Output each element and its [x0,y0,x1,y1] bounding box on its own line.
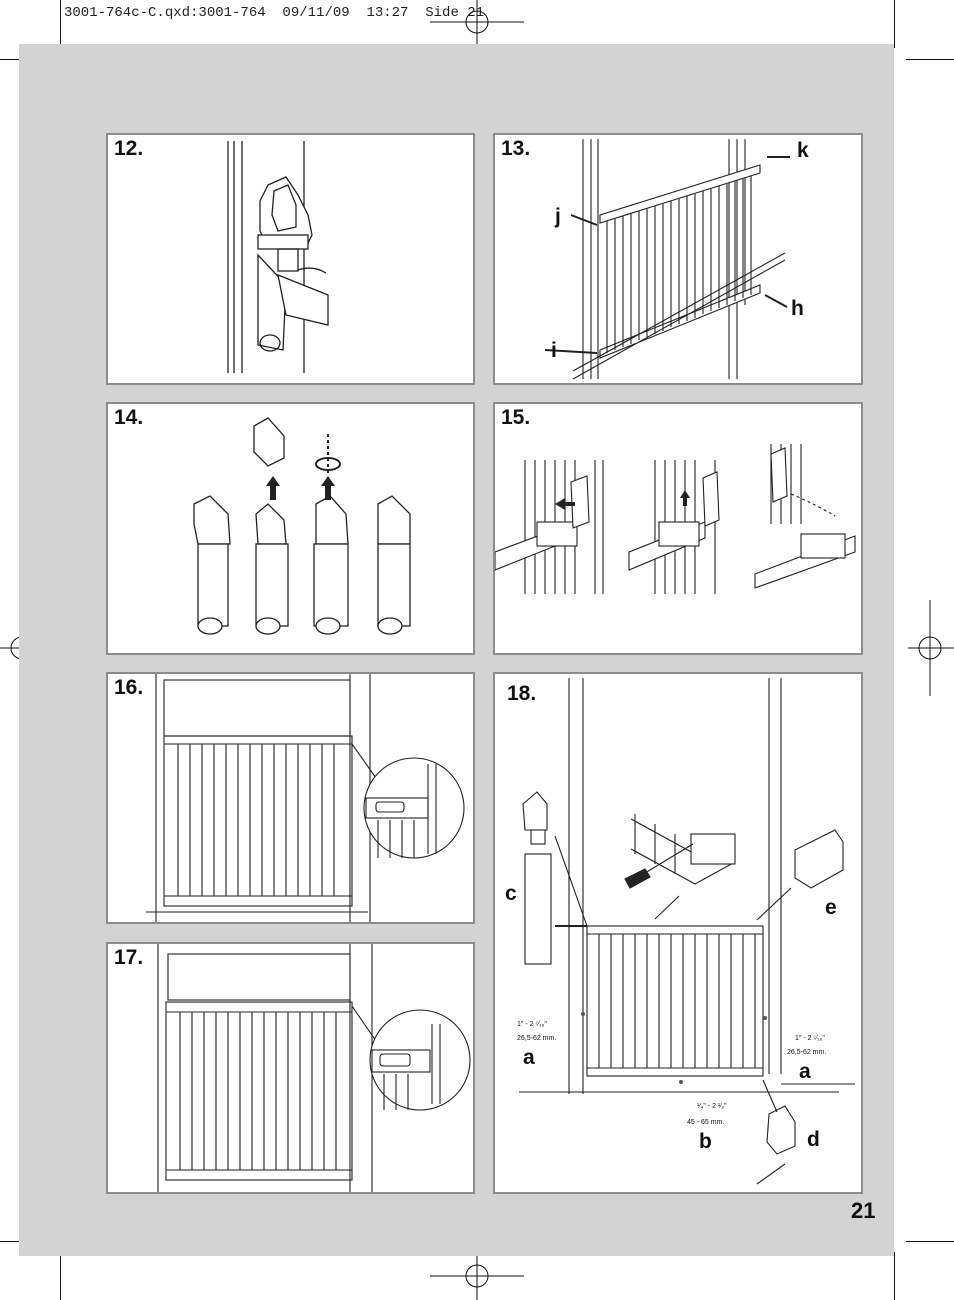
label-k: k [797,139,809,162]
left-measurement-inch: 1" - 2 ⁷⁄₁₆" [517,1021,547,1028]
label-h: h [791,297,804,320]
panel-number: 14. [114,406,144,429]
panel-18: 18. [493,672,863,1194]
left-measurement-mm: 26,5-62 mm. [517,1035,556,1042]
label-c: c [505,882,517,905]
label-e: e [825,896,837,919]
panel-number: 16. [114,676,144,699]
label-b: b [699,1130,712,1153]
crop-mark [894,0,895,48]
crop-mark [894,1252,895,1300]
hinge-assembly-illustration [193,417,411,635]
registration-mark-bottom [430,1256,524,1300]
label-i: i [551,339,557,362]
gate-adjust-illustration [157,944,471,1192]
right-measurement-inch: 1" - 2 ⁷⁄₁₆" [795,1035,825,1042]
panel-16: 16. [106,672,475,924]
panel-number: 17. [114,946,144,969]
panel-number: 18. [507,682,537,705]
measurement-illustration: 1" - 2 ⁷⁄₁₆" 26,5-62 mm. 1" - 2 ⁷⁄₁₆" 26… [505,678,855,1185]
file-info-header: 3001-764c-C.qxd:3001-764 09/11/09 13:27 … [64,5,485,21]
right-measurement-mm: 26,5-62 mm. [787,1049,826,1056]
label-d: d [807,1128,820,1151]
hinge-mount-illustration [227,141,329,373]
crop-mark [60,0,61,48]
label-a-right: a [799,1060,811,1083]
page-number: 21 [851,1198,876,1223]
release-handle-illustration [495,444,856,594]
panel-number: 13. [501,137,531,160]
panel-number: 15. [501,406,531,429]
panel-17: 17. [106,942,475,1194]
panel-12: 12. [106,133,475,385]
panel-13: 13. [493,133,863,385]
crop-mark [906,59,954,60]
label-a-left: a [523,1046,535,1069]
registration-mark-right [908,600,954,696]
panel-number: 12. [114,137,144,160]
bottom-measurement-inch: ¹⁄₄" - 2 ¹⁄₂" [697,1103,727,1110]
crop-mark [60,1252,61,1300]
bottom-measurement-mm: 45 - 65 mm. [687,1119,724,1126]
label-j: j [554,205,561,228]
panel-15: 15. [493,402,863,655]
gate-overview-illustration: k j h i [544,139,809,380]
crop-mark [906,1241,954,1242]
registration-mark-top [430,0,524,44]
panel-14: 14. [106,402,475,655]
gate-installed-illustration [146,674,465,922]
